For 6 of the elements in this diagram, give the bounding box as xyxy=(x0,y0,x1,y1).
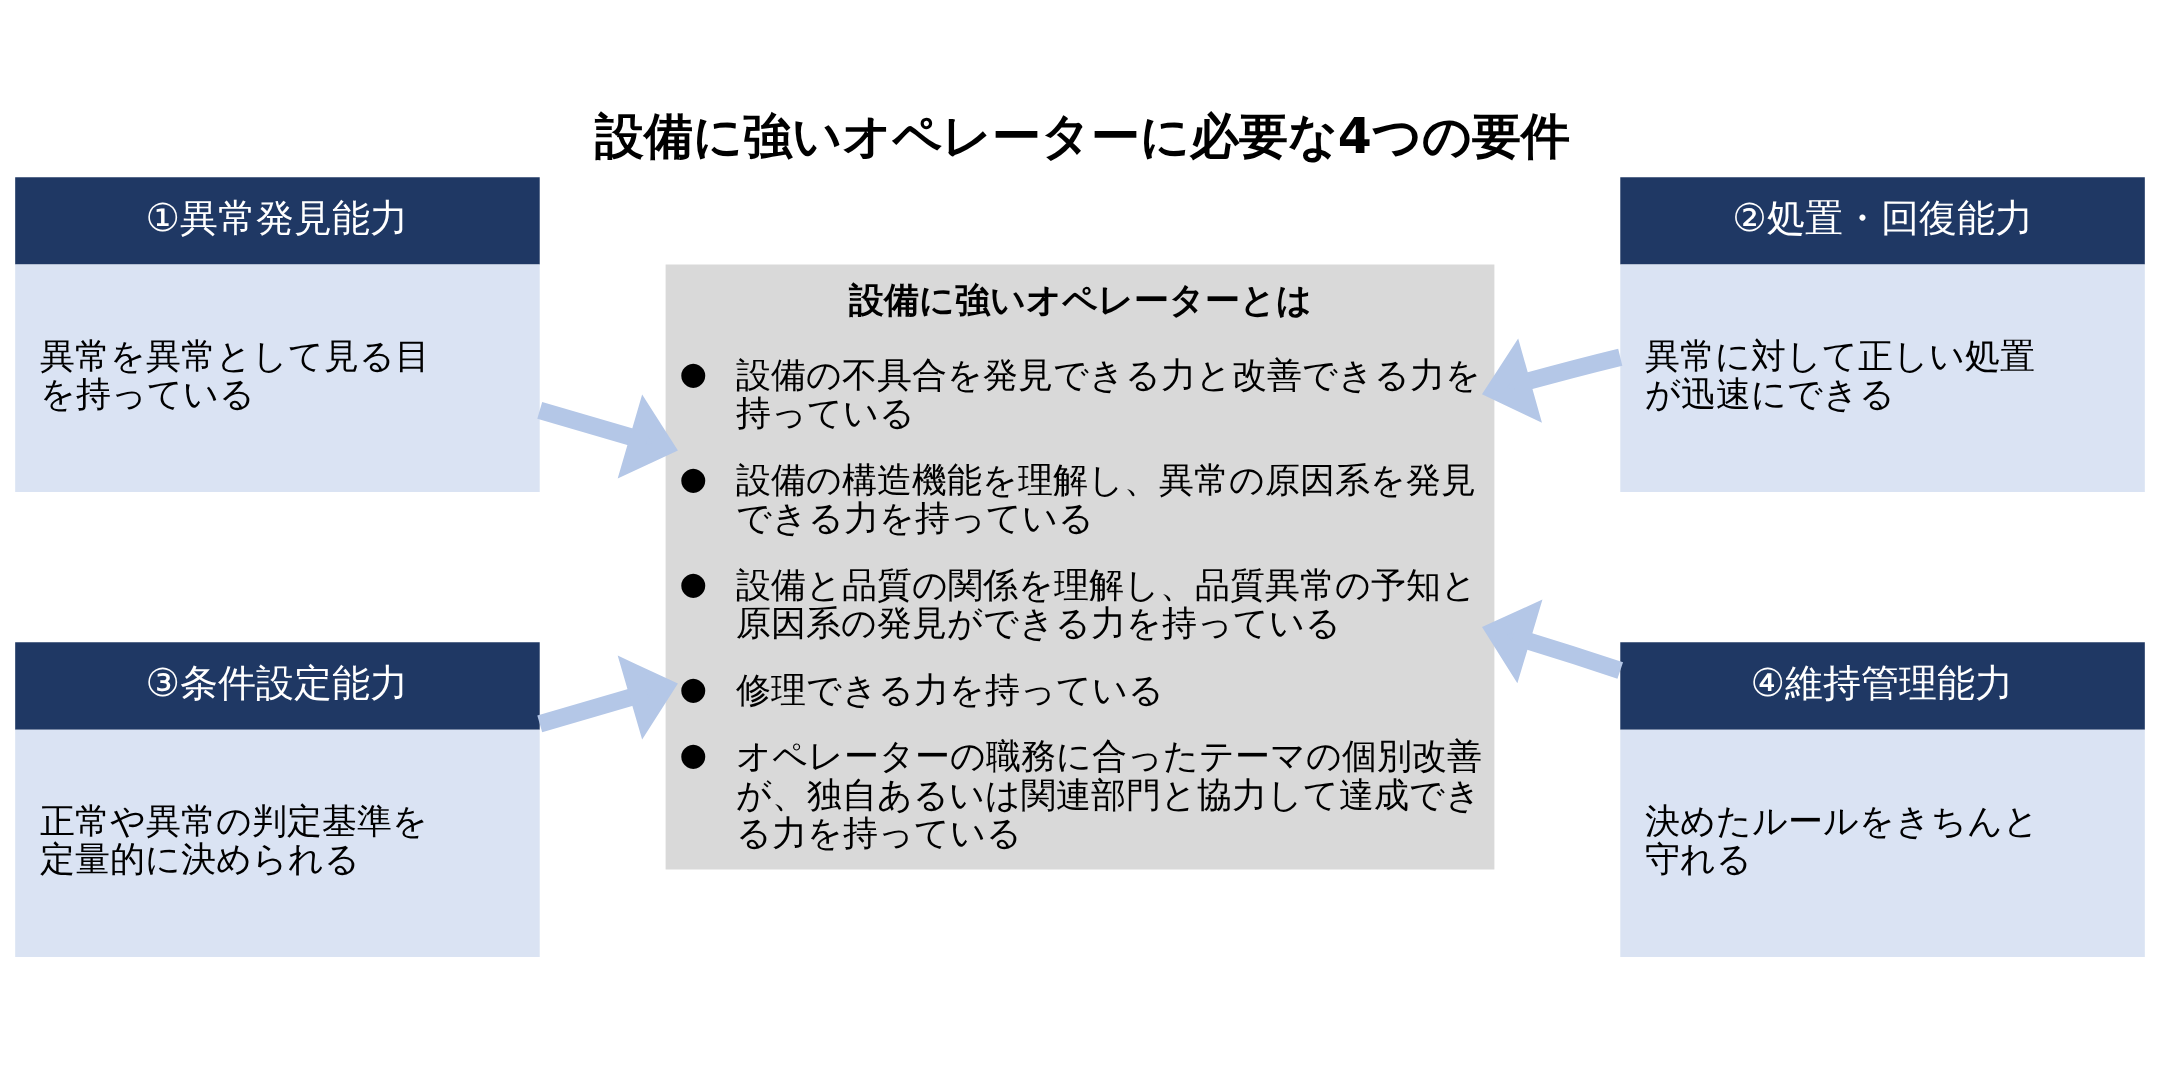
diagram-title: 設備に強いオペレーターに必要な4つの要件 xyxy=(594,108,1570,166)
arrow xyxy=(537,655,678,740)
node-box: 設備に強いオペレーターとは ● 設備の不具合を発見できる力と改善できる力を持っている ● 設備の構造機能を理解し、異常の原因系を発見できる力を持っている ● 設備と品質の関係を理解し、品質異常の予知と原因系の発見ができる力を持っている ● 修理できる力を持っている ● オペレーターの職務に合ったテーマの個別改善が、独自あるいは関連部門と協力して達成できる力を持っている xyxy=(665,264,1495,870)
arrow xyxy=(1481,338,1623,423)
arrow xyxy=(1482,599,1624,684)
arrow xyxy=(537,394,678,479)
